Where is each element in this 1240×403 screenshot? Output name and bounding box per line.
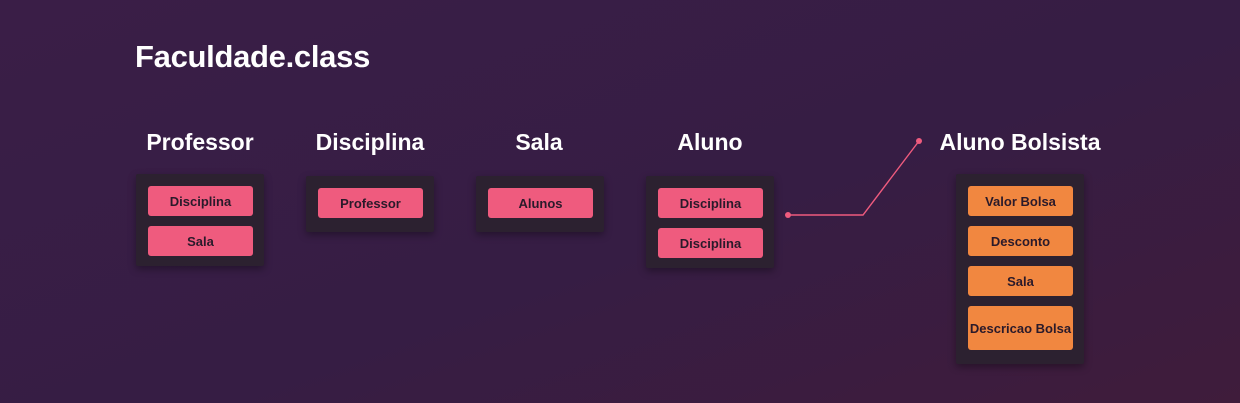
class-card-disciplina: Professor [306,176,434,232]
page-title: Faculdade.class [135,39,371,74]
attribute-chip[interactable]: Sala [148,226,253,256]
attribute-chip[interactable]: Desconto [968,226,1073,256]
class-card-sala: Alunos [476,176,604,232]
connector-end-dot [916,138,922,144]
connector-start-dot [785,212,791,218]
class-card-aluno-bolsista: Valor Bolsa Desconto Sala Descricao Bols… [956,174,1084,364]
attribute-chip[interactable]: Disciplina [658,228,763,258]
attribute-chip[interactable]: Descricao Bolsa [968,306,1073,350]
attribute-chip[interactable]: Valor Bolsa [968,186,1073,216]
class-title-disciplina: Disciplina [315,129,425,155]
class-title-sala: Sala [515,129,563,155]
connector-line [788,140,920,216]
class-title-aluno: Aluno [677,129,743,155]
class-title-aluno-bolsista: Aluno Bolsista [939,129,1101,155]
class-card-professor: Disciplina Sala [136,174,264,266]
attribute-chip[interactable]: Alunos [488,188,593,218]
class-card-aluno: Disciplina Disciplina [646,176,774,268]
class-title-professor: Professor [146,129,254,155]
attribute-chip[interactable]: Sala [968,266,1073,296]
attribute-chip[interactable]: Professor [318,188,423,218]
attribute-chip[interactable]: Disciplina [148,186,253,216]
attribute-chip[interactable]: Disciplina [658,188,763,218]
